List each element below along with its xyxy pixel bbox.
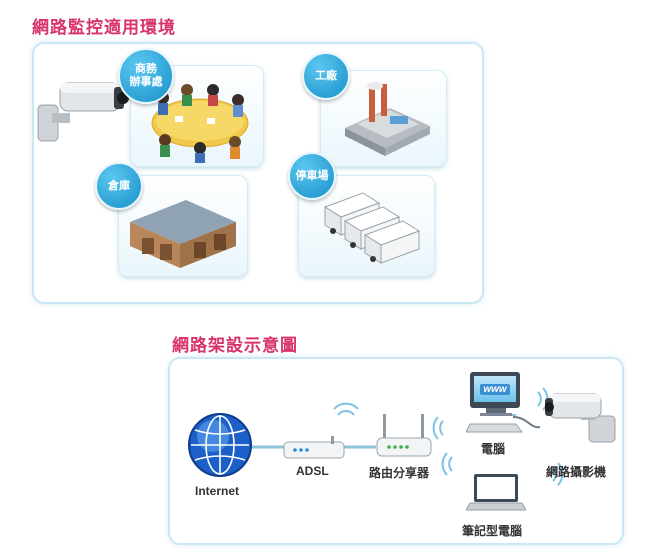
internet-globe-icon [188,413,252,477]
laptop-label: 筆記型電腦 [462,524,523,538]
warehouse-badge: 倉庫 [95,162,143,210]
desktop-monitor: www [470,372,520,408]
router-label: 路由分享器 [369,466,430,480]
factory-illustration [345,82,430,156]
office-badge-line1: 商務 [135,63,157,75]
trucks-illustration [323,192,421,264]
network-setup-title: 網路架設示意圖 [172,336,298,355]
network-links [248,387,564,486]
factory-badge: 工廠 [302,52,350,100]
pc-label: 電腦 [481,442,506,456]
parking-badge: 停車場 [288,152,336,200]
laptop-icon [466,474,526,511]
ip-camera-icon [545,393,616,443]
adsl-modem-icon [283,436,345,459]
monitor-screen: www [474,376,516,402]
www-text: www [480,383,510,395]
environment-title: 網路監控適用環境 [32,18,176,37]
desktop-stand-keyboard [466,408,523,433]
surveillance-camera-image [37,82,129,142]
office-badge-line2: 辦事處 [129,76,163,88]
adsl-label: ADSL [296,464,329,478]
internet-label: Internet [195,484,240,498]
office-badge: 商務辦事處 [118,48,174,104]
warehouse-illustration [130,200,236,268]
router-icon [376,414,432,457]
ipcam-label: 網路攝影機 [546,465,607,479]
